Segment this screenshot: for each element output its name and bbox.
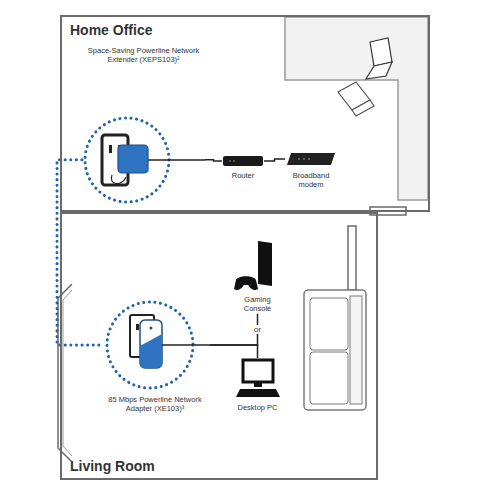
device-label: Router [222,171,264,180]
ext-icon [82,115,205,205]
icon-part [258,241,272,286]
icon-part [236,389,280,397]
icon-part [308,158,310,160]
powerline-connector [57,160,100,345]
adapter-device: 85 Mbps Powerline Network Adapter (XE103… [100,298,210,414]
icon-part [140,320,162,368]
icon-part [118,145,148,173]
console-icon [230,240,285,292]
icon-part [140,334,162,368]
icon-part [162,344,210,346]
device-label: Desktop PC [230,403,285,412]
icon-part [303,158,305,160]
bay-window-inner [63,290,72,456]
icon-part [229,160,231,162]
or-label: or [252,325,263,334]
device-label: 85 Mbps Powerline Network Adapter (XE103… [105,395,205,414]
router-icon [222,154,264,168]
couch-cushion [310,352,348,404]
couch-back [350,296,362,404]
icon-part [254,382,262,387]
icon-part [298,158,300,160]
extender-device: Space-Saving Powerline Network Extender … [82,46,205,205]
device-label: Space-Saving Powerline Network Extender … [88,46,200,65]
door [348,226,356,290]
adapter-icon [100,298,210,392]
pc-icon [230,358,285,400]
room-heading: Living Room [70,458,155,474]
icon-part [111,175,126,184]
cable-connector [210,345,258,358]
device-label: Broadband modem [285,171,337,190]
icon-part [233,160,235,162]
room-region: Home OfficeSpace-Saving Powerline Networ… [60,15,430,212]
cable-connector [205,160,222,161]
couch-frame [304,290,366,410]
icon-part [109,145,112,153]
console-device: Gaming Console [230,240,285,314]
room-heading: Home Office [70,22,152,38]
router-device: Router [222,154,264,180]
icon-part [148,159,205,161]
couch-cushion [310,298,348,350]
chair-back [352,100,374,116]
cable-connector [210,314,258,345]
icon-part [223,156,263,166]
pc-device: Desktop PC [230,358,285,412]
device-label: Gaming Console [230,295,285,314]
room-region: Living Room Gaming ConsoleDesktop PC 85 Mb… [60,212,378,480]
icon-part [234,276,258,290]
icon-part [136,324,139,330]
cable-connector [264,159,285,161]
icon-part [243,360,273,382]
laptop-base [366,62,392,79]
laptop-screen [370,38,392,66]
desk [285,17,428,200]
modem-device: Broadband modem [285,150,337,190]
icon-part [287,153,335,165]
modem-icon [285,150,337,168]
icon-part [150,327,153,330]
